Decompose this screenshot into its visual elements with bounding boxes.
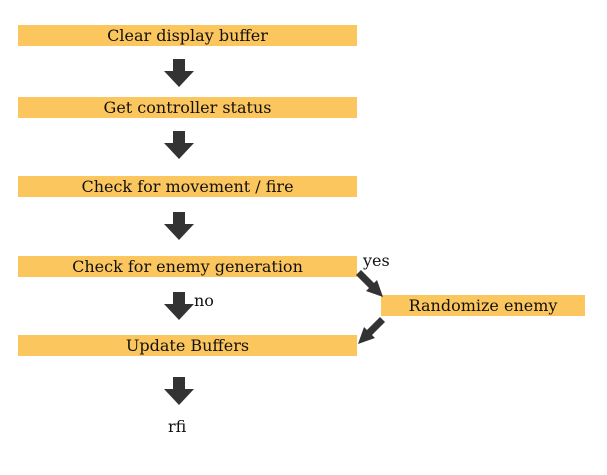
step-check-movement-fire: Check for movement / fire	[18, 176, 357, 197]
step-randomize-enemy: Randomize enemy	[381, 295, 585, 316]
step-update-buffers: Update Buffers	[18, 335, 357, 356]
step-clear-display-buffer: Clear display buffer	[18, 25, 357, 46]
down-arrow-icon	[164, 59, 194, 87]
down-arrow-icon	[164, 377, 194, 405]
down-arrow-icon	[164, 131, 194, 159]
step-check-enemy-generation: Check for enemy generation	[18, 256, 357, 277]
diagonal-arrow-icon	[357, 317, 385, 345]
diagonal-arrow-icon	[356, 270, 384, 298]
step-get-controller-status: Get controller status	[18, 97, 357, 118]
end-label-rfi: rfi	[168, 417, 187, 436]
down-arrow-icon	[164, 212, 194, 240]
down-arrow-icon	[164, 292, 194, 320]
branch-label-no: no	[194, 291, 214, 310]
branch-label-yes: yes	[363, 251, 390, 270]
